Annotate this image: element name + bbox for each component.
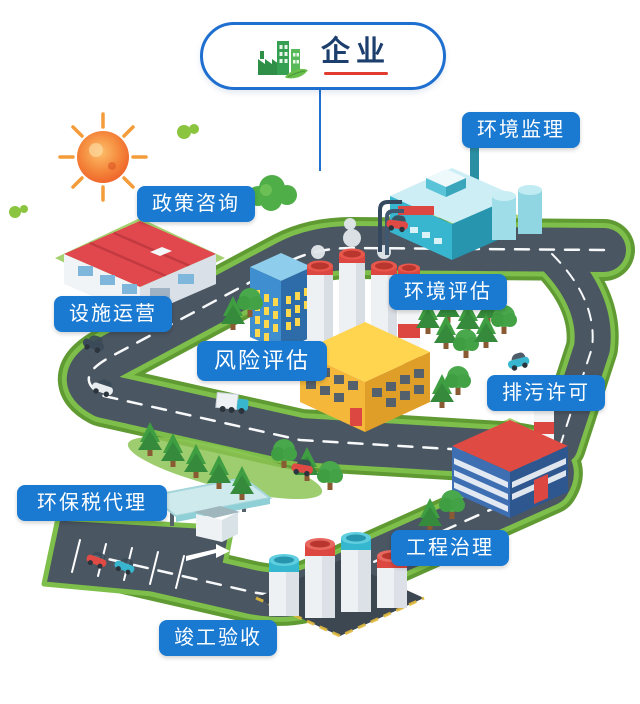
label-environmental-tax-agency: 环保税代理 [17, 485, 167, 521]
eco-factory-icon [255, 33, 309, 79]
factory-with-cooling-towers [300, 218, 430, 432]
car [505, 350, 531, 373]
label-environmental-assessment: 环境评估 [389, 274, 507, 310]
label-facility-operation: 设施运营 [54, 296, 172, 332]
enterprise-title: 企业 [320, 36, 391, 69]
label-risk-assessment: 风险评估 [197, 341, 328, 381]
blue-red-plant [452, 394, 568, 518]
label-discharge-permit: 排污许可 [487, 375, 605, 411]
teal-treatment-plant [378, 141, 542, 260]
enterprise-badge: 企业 [200, 22, 446, 90]
sun-icon [58, 112, 148, 202]
title-underline [323, 71, 389, 75]
label-completion-acceptance: 竣工验收 [159, 620, 277, 656]
blue-office-tower [250, 253, 312, 351]
label-policy-consulting: 政策咨询 [137, 186, 255, 222]
connector-line [319, 87, 321, 171]
round-tree [453, 329, 479, 358]
label-engineering-treatment: 工程治理 [391, 530, 509, 566]
label-environmental-supervision: 环境监理 [462, 112, 580, 148]
storage-tanks [255, 532, 425, 638]
